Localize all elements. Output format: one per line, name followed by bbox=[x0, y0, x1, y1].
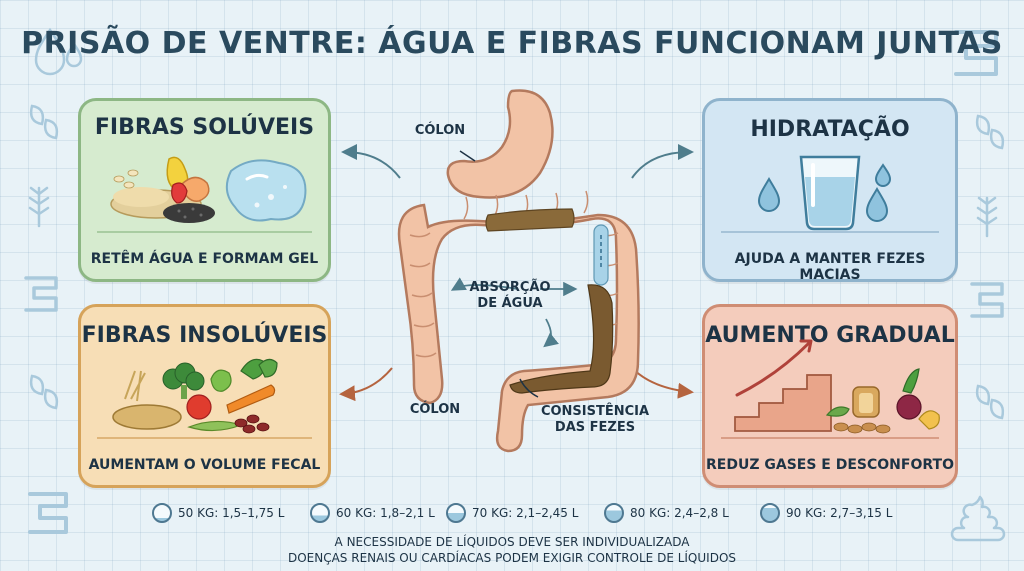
panel-divider bbox=[97, 231, 312, 233]
legend-text: 90 KG: 2,7–3,15 L bbox=[786, 506, 893, 520]
footnote-line-1: A NECESSIDADE DE LÍQUIDOS DEVE SER INDIV… bbox=[334, 535, 690, 549]
legend-item: 90 KG: 2,7–3,15 L bbox=[760, 503, 892, 523]
panel-caption: RETÊM ÁGUA E FORMAM GEL bbox=[90, 251, 319, 267]
colon-label-bottom: CÓLON bbox=[409, 402, 461, 417]
consistency-label-line2: DAS FEZES bbox=[554, 420, 636, 436]
panel-title: FIBRAS INSOLÚVEIS bbox=[81, 323, 328, 348]
water-intake-legend: 50 KG: 1,5–1,75 L 60 KG: 1,8–2,1 L 70 KG… bbox=[0, 503, 1024, 527]
water-level-icon bbox=[604, 503, 624, 523]
water-level-icon bbox=[152, 503, 172, 523]
wheat-decoration-icon bbox=[976, 196, 998, 238]
panel-fibras-insoluveis: FIBRAS INSOLÚVEIS AUMENTAM O VOLUME FECA… bbox=[78, 304, 331, 488]
legend-item: 80 KG: 2,4–2,8 L bbox=[604, 503, 729, 523]
intestine-outline-icon bbox=[24, 276, 58, 312]
wheat-decoration-icon bbox=[28, 186, 50, 228]
colon-diagram bbox=[397, 89, 640, 453]
footnote-line-2: DOENÇAS RENAIS OU CARDÍACAS PODEM EXIGIR… bbox=[287, 551, 737, 565]
poop-outline-icon bbox=[950, 495, 1006, 542]
arrow-to-fibras-soluveis bbox=[341, 144, 401, 179]
panel-divider bbox=[721, 437, 939, 439]
intestine-outline-icon bbox=[954, 30, 998, 76]
legend-text: 80 KG: 2,4–2,8 L bbox=[630, 506, 729, 520]
consistency-label-line1: CONSISTÊNCIA bbox=[540, 404, 650, 419]
leaf-decoration-icon bbox=[975, 114, 1005, 150]
panel-divider bbox=[721, 231, 939, 233]
page-title: PRISÃO DE VENTRE: ÁGUA E FIBRAS FUNCIONA… bbox=[21, 26, 1003, 61]
water-level-icon bbox=[310, 503, 330, 523]
vegetables-grains-illustration bbox=[112, 358, 278, 434]
water-level-icon bbox=[446, 503, 466, 523]
water-level-icon bbox=[760, 503, 780, 523]
absorption-label-line1: ABSORÇÃO bbox=[469, 280, 551, 295]
stool-content bbox=[485, 208, 575, 232]
legend-text: 70 KG: 2,1–2,45 L bbox=[472, 506, 579, 520]
panel-title: FIBRAS SOLÚVEIS bbox=[94, 115, 315, 140]
absorption-label-line2: DE ÁGUA bbox=[477, 296, 543, 312]
consistency-label: CONSISTÊNCIA DAS FEZES bbox=[540, 404, 650, 437]
water-content bbox=[593, 224, 609, 286]
stairs-food-illustration bbox=[734, 339, 940, 434]
panel-caption: AUMENTAM O VOLUME FECAL bbox=[88, 457, 321, 473]
panel-title: AUMENTO GRADUAL bbox=[705, 323, 955, 348]
panel-hidratacao: HIDRATAÇÃO AJUDA A MANTER FEZES MACIAS bbox=[702, 98, 958, 283]
legend-item: 60 KG: 1,8–2,1 L bbox=[310, 503, 435, 523]
stomach-shape bbox=[446, 89, 554, 199]
water-glass-illustration bbox=[757, 155, 892, 231]
stool-descending bbox=[509, 284, 614, 394]
water-drops-icon bbox=[34, 27, 83, 76]
arrow-to-hidratacao bbox=[631, 144, 694, 179]
panel-caption: AJUDA A MANTER FEZES MACIAS bbox=[734, 251, 926, 283]
panel-aumento-gradual: AUMENTO GRADUAL REDUZ GASES E DESCONFORT… bbox=[702, 304, 958, 488]
panel-fibras-soluveis: FIBRAS SOLÚVEIS RETÊM ÁGUA E FORMAM GEL bbox=[78, 98, 331, 282]
intestine-outline-icon bbox=[28, 492, 68, 534]
leaf-decoration-icon bbox=[29, 104, 59, 140]
arrow-to-fibras-insoluveis bbox=[339, 367, 393, 402]
absorption-label: ABSORÇÃO DE ÁGUA bbox=[468, 280, 552, 313]
leaf-decoration-icon bbox=[29, 374, 59, 410]
legend-item: 70 KG: 2,1–2,45 L bbox=[446, 503, 578, 523]
panel-caption: REDUZ GASES E DESCONFORTO bbox=[706, 457, 954, 473]
panel-title: HIDRATAÇÃO bbox=[750, 117, 910, 142]
legend-text: 60 KG: 1,8–2,1 L bbox=[336, 506, 435, 520]
panel-divider bbox=[97, 437, 312, 439]
intestine-outline-icon bbox=[970, 282, 1004, 318]
legend-text: 50 KG: 1,5–1,75 L bbox=[178, 506, 285, 520]
oats-fruit-gel-illustration bbox=[110, 156, 307, 223]
leaf-decoration-icon bbox=[975, 384, 1005, 420]
colon-label-top: CÓLON bbox=[414, 123, 466, 138]
legend-item: 50 KG: 1,5–1,75 L bbox=[152, 503, 284, 523]
